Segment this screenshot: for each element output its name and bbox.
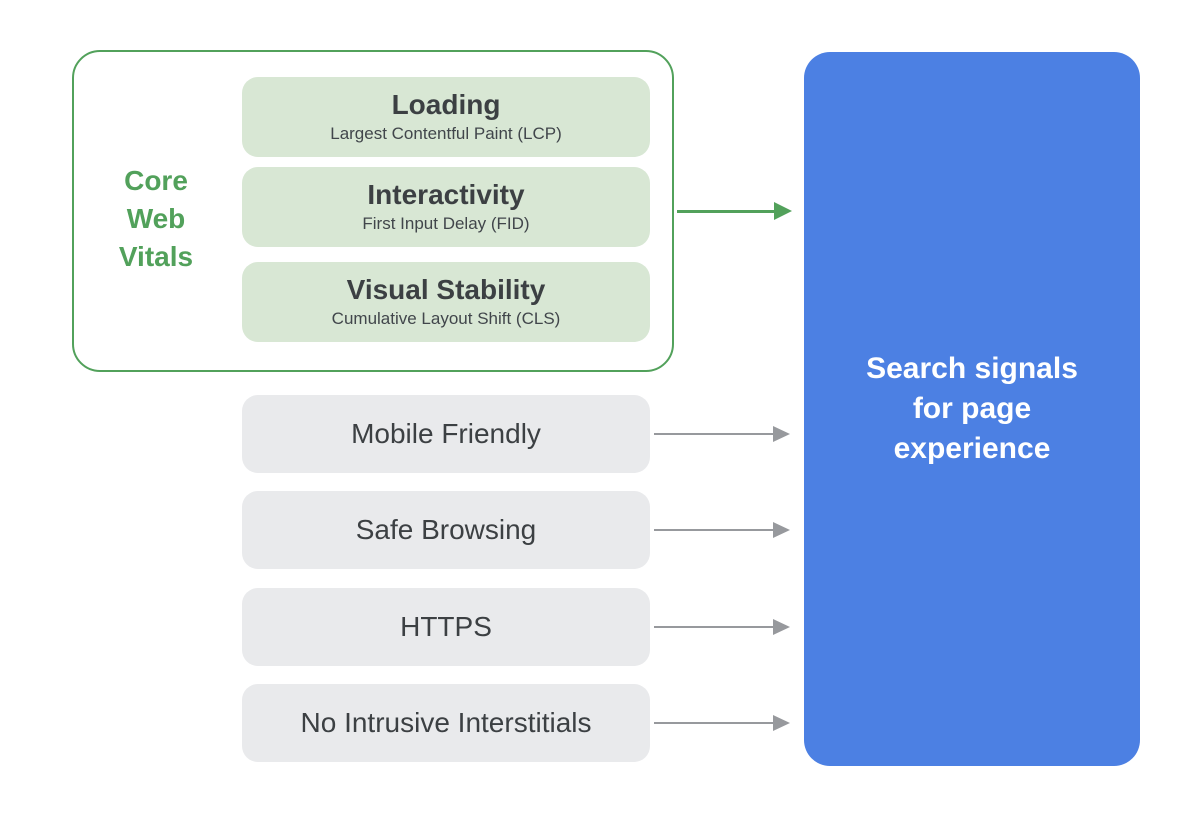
arrow-safe-browsing-to-target-icon bbox=[654, 521, 790, 539]
signal-box-safe-browsing: Safe Browsing bbox=[242, 491, 650, 569]
arrow-no-intrusive-interstitials-to-target-icon bbox=[654, 714, 790, 732]
arrow-head-icon bbox=[773, 715, 790, 731]
vital-subtitle: Largest Contentful Paint (LCP) bbox=[330, 124, 562, 143]
search-signals-label-line: for page bbox=[912, 392, 1032, 425]
core-web-vitals-label-line: Web bbox=[126, 203, 186, 234]
signal-label: HTTPS bbox=[400, 611, 492, 642]
vital-subtitle: First Input Delay (FID) bbox=[362, 214, 530, 233]
arrow-shaft bbox=[654, 721, 775, 724]
arrow-mobile-friendly-to-target-icon bbox=[654, 425, 790, 443]
search-signals-label-line: Search signals bbox=[866, 352, 1078, 385]
arrow-head-icon bbox=[773, 426, 790, 442]
vital-title: Loading bbox=[391, 89, 501, 120]
signal-label: Mobile Friendly bbox=[351, 418, 541, 449]
core-web-vitals-label-line: Core bbox=[124, 165, 188, 196]
search-signals-target-box: Search signals for page experience bbox=[804, 52, 1140, 766]
signal-box-https: HTTPS bbox=[242, 588, 650, 666]
signal-label: No Intrusive Interstitials bbox=[300, 707, 592, 738]
signal-box-no-intrusive-interstitials: No Intrusive Interstitials bbox=[242, 684, 650, 762]
arrow-shaft bbox=[677, 209, 777, 213]
arrow-head-icon bbox=[773, 619, 790, 635]
core-web-vitals-label: Core Web Vitals bbox=[78, 162, 234, 276]
arrow-head-icon bbox=[773, 522, 790, 538]
arrow-head-icon bbox=[774, 202, 792, 220]
core-web-vitals-label-line: Vitals bbox=[118, 241, 194, 272]
arrow-shaft bbox=[654, 432, 775, 435]
arrow-core-web-vitals-to-target-icon bbox=[677, 202, 792, 220]
vital-box-interactivity: Interactivity First Input Delay (FID) bbox=[242, 167, 650, 247]
search-signals-label: Search signals for page experience bbox=[866, 349, 1078, 469]
search-signals-label-line: experience bbox=[893, 432, 1051, 465]
vital-box-visual-stability: Visual Stability Cumulative Layout Shift… bbox=[242, 262, 650, 342]
arrow-shaft bbox=[654, 625, 775, 628]
arrow-https-to-target-icon bbox=[654, 618, 790, 636]
vital-subtitle: Cumulative Layout Shift (CLS) bbox=[331, 309, 561, 328]
core-web-vitals-group-outline bbox=[72, 50, 674, 372]
signal-label: Safe Browsing bbox=[355, 514, 537, 545]
signal-box-mobile-friendly: Mobile Friendly bbox=[242, 395, 650, 473]
vital-box-loading: Loading Largest Contentful Paint (LCP) bbox=[242, 77, 650, 157]
arrow-shaft bbox=[654, 528, 775, 531]
vital-title: Visual Stability bbox=[346, 274, 546, 305]
vital-title: Interactivity bbox=[367, 179, 525, 210]
